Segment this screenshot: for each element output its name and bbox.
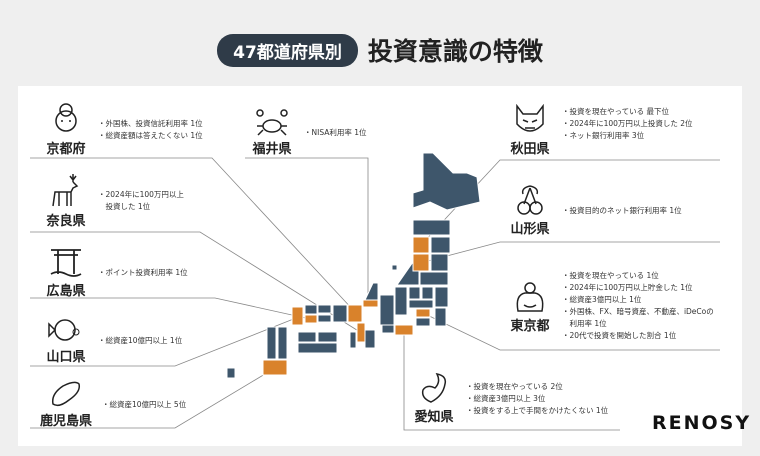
sumo-icon [516, 281, 544, 312]
highlighted-prefectures [262, 236, 431, 376]
pref-hiroshima: 広島県 ・ポイント投資利用率 1位 [44, 246, 188, 299]
namahage-icon [516, 104, 544, 132]
fact: ・外国株、FX、暗号資産、不動産、iDeCoの [562, 307, 714, 316]
pufferfish-icon [48, 319, 80, 341]
title-main: 投資意識の特徴 [367, 37, 543, 66]
crab-icon [256, 109, 288, 136]
title-pill: 47都道府県別 [217, 33, 358, 67]
pref-name: 京都府 [46, 142, 86, 157]
pref-name: 奈良県 [46, 214, 86, 229]
fact: ・ネット銀行利用率 3位 [562, 130, 645, 140]
fact: ・ポイント投資利用率 1位 [98, 267, 188, 277]
fact: ・投資をする上で手間をかけたくない 1位 [466, 405, 609, 415]
maiko-icon [55, 103, 77, 132]
pref-yamaguchi: 山口県 ・総資産10億円以上 1位 [44, 316, 182, 365]
page-title: 47都道府県別 投資意識の特徴 [0, 32, 760, 68]
fact: ・投資を現在やっている 最下位 [562, 106, 670, 116]
fact: ・投資を現在やっている 2位 [466, 381, 563, 391]
pref-yamagata: 山形県 ・投資目的のネット銀行利用率 1位 [508, 184, 682, 237]
pref-name: 山形県 [510, 222, 550, 237]
fact: ・総資産3億円以上 1位 [562, 295, 642, 304]
fact: ・投資を現在やっている 1位 [562, 271, 659, 280]
fact: ・総資産3億円以上 3位 [466, 393, 546, 403]
pref-tokyo: 東京都 ・投資を現在やっている 1位・2024年に100万円以上貯金した 1位・… [508, 270, 714, 342]
fact: ・2024年に100万円以上投資した 2位 [562, 118, 693, 128]
pref-kagoshima: 鹿児島県 ・総資産10億円以上 5位 [40, 380, 186, 429]
pref-name: 広島県 [46, 284, 86, 299]
fact: 投資した 1位 [98, 201, 151, 211]
cherry-icon [517, 185, 543, 215]
pref-aichi: 愛知県 ・投資を現在やっている 2位・総資産3億円以上 3位・投資をする上で手間… [412, 372, 608, 425]
pref-name: 秋田県 [510, 142, 550, 157]
pref-fukui: 福井県 ・NISA利用率 1位 [250, 108, 367, 157]
deer-icon [52, 174, 79, 207]
fact: ・総資産10億円以上 5位 [102, 399, 187, 409]
pref-name: 福井県 [252, 142, 292, 157]
connector-lines [30, 157, 720, 431]
fact: ・2024年に100万円以上貯金した 1位 [562, 283, 693, 292]
torii-icon [50, 249, 82, 277]
fact: ・総資産10億円以上 1位 [98, 335, 183, 345]
pref-akita: 秋田県 ・投資を現在やっている 最下位・2024年に100万円以上投資した 2位… [508, 104, 693, 157]
fact: ・外国株、投資信託利用率 1位 [98, 118, 203, 128]
fact: ・投資目的のネット銀行利用率 1位 [562, 205, 682, 215]
pref-name: 東京都 [510, 318, 550, 334]
pref-name: 山口県 [46, 350, 86, 365]
fact: 利用率 1位 [562, 319, 607, 328]
pref-name: 鹿児島県 [40, 414, 93, 429]
renosy-logo: RENOSY [652, 412, 752, 434]
pref-kyoto: 京都府 ・外国株、投資信託利用率 1位・総資産額は答えたくない 1位 [44, 102, 203, 157]
fact: ・総資産額は答えたくない 1位 [98, 130, 203, 140]
fact: ・2024年に100万円以上 [98, 189, 184, 199]
pref-name: 愛知県 [414, 410, 454, 425]
sweet-potato-icon [51, 381, 81, 407]
fact: ・20代で投資を開始した割合 1位 [562, 331, 677, 340]
shachihoko-icon [421, 372, 447, 403]
fact: ・NISA利用率 1位 [304, 127, 367, 137]
pref-nara: 奈良県 ・2024年に100万円以上 投資した 1位 [44, 172, 184, 229]
